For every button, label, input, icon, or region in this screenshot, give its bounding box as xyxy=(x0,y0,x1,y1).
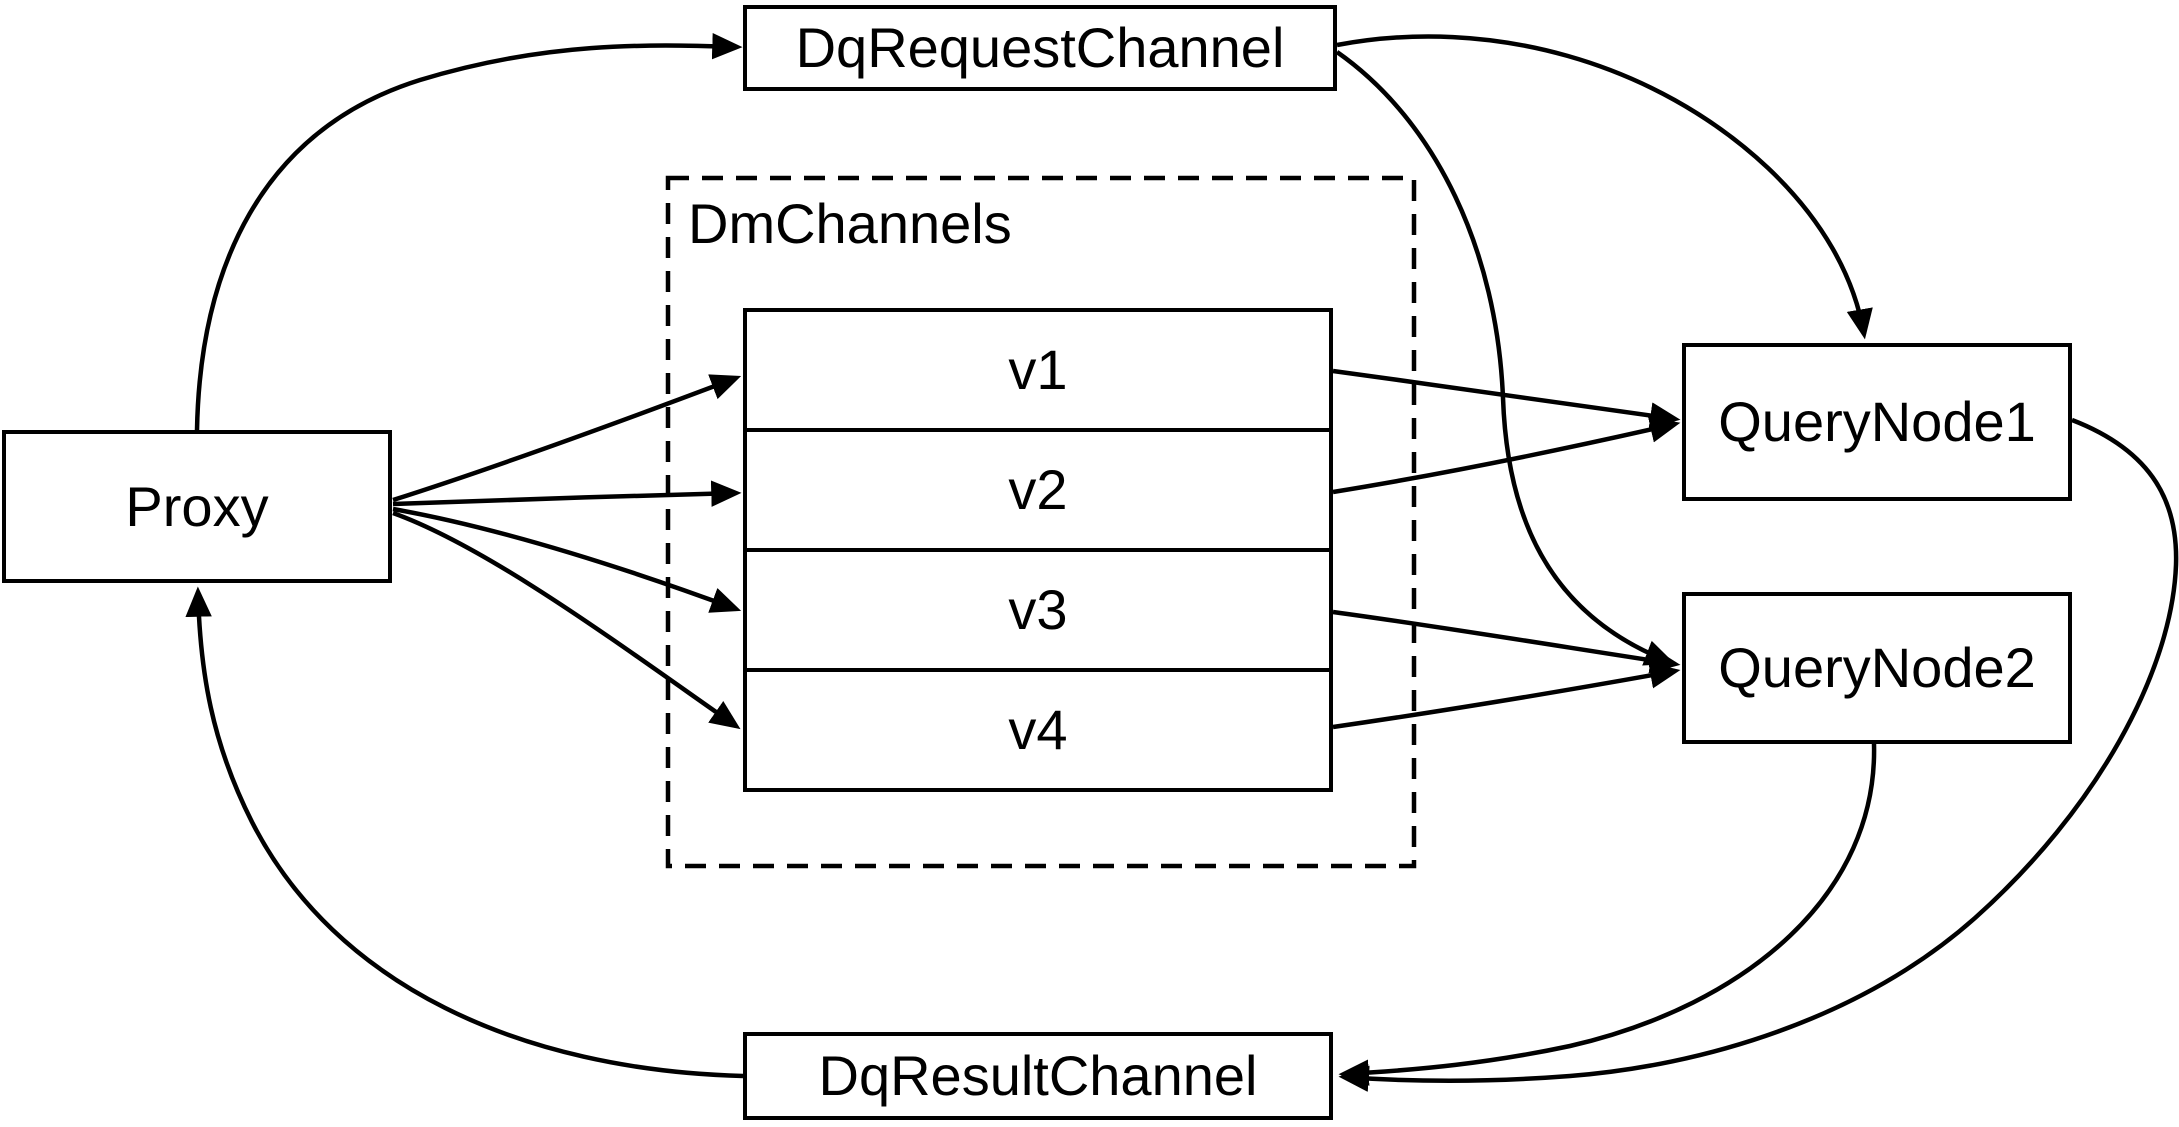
node-dqresultchannel: DqResultChannel xyxy=(743,1032,1333,1120)
node-dqrequestchannel: DqRequestChannel xyxy=(743,5,1337,91)
node-querynode2: QueryNode2 xyxy=(1682,592,2072,744)
node-dqresultchannel-label: DqResultChannel xyxy=(818,1044,1258,1107)
edge-dqresultchannel-to-proxy xyxy=(185,586,744,1079)
channel-row-v2-label: v2 xyxy=(1008,458,1068,521)
node-querynode2-label: QueryNode2 xyxy=(1718,636,2036,699)
edge-v4-to-querynode2 xyxy=(1332,662,1681,730)
node-querynode1: QueryNode1 xyxy=(1682,343,2072,501)
edge-dqrequestchannel-to-querynode1 xyxy=(1336,34,1873,340)
channel-row-v4: v4 xyxy=(747,668,1329,788)
channel-row-v2: v2 xyxy=(747,428,1329,548)
node-dqrequestchannel-label: DqRequestChannel xyxy=(795,16,1285,79)
edge-proxy-to-dqrequestchannel xyxy=(194,33,743,431)
edge-v3-to-querynode2 xyxy=(1332,609,1681,674)
channel-row-v1: v1 xyxy=(747,312,1329,428)
edge-querynode1-to-dqresultchannel xyxy=(1338,417,2179,1092)
dm-channels-dashed-border xyxy=(665,175,1417,869)
node-querynode1-label: QueryNode1 xyxy=(1718,390,2036,453)
dm-channels-group-label: DmChannels xyxy=(688,192,1012,255)
channel-row-v4-label: v4 xyxy=(1008,698,1068,761)
dm-channels-stack: v1 v2 v3 v4 xyxy=(743,308,1333,792)
node-proxy-label: Proxy xyxy=(125,474,269,538)
edge-dqrequestchannel-to-querynode2 xyxy=(1335,50,1676,666)
edge-proxy-to-v3 xyxy=(392,506,742,613)
edge-proxy-to-v2 xyxy=(392,480,742,507)
channel-row-v1-label: v1 xyxy=(1008,338,1068,401)
channel-row-v3-label: v3 xyxy=(1008,578,1068,641)
edge-proxy-to-v1 xyxy=(392,374,742,503)
edge-v1-to-querynode1 xyxy=(1332,368,1681,429)
node-proxy: Proxy xyxy=(2,430,392,583)
edge-querynode2-to-dqresultchannel xyxy=(1338,743,1877,1086)
edge-proxy-to-v4 xyxy=(392,510,741,730)
channel-row-v3: v3 xyxy=(747,548,1329,668)
